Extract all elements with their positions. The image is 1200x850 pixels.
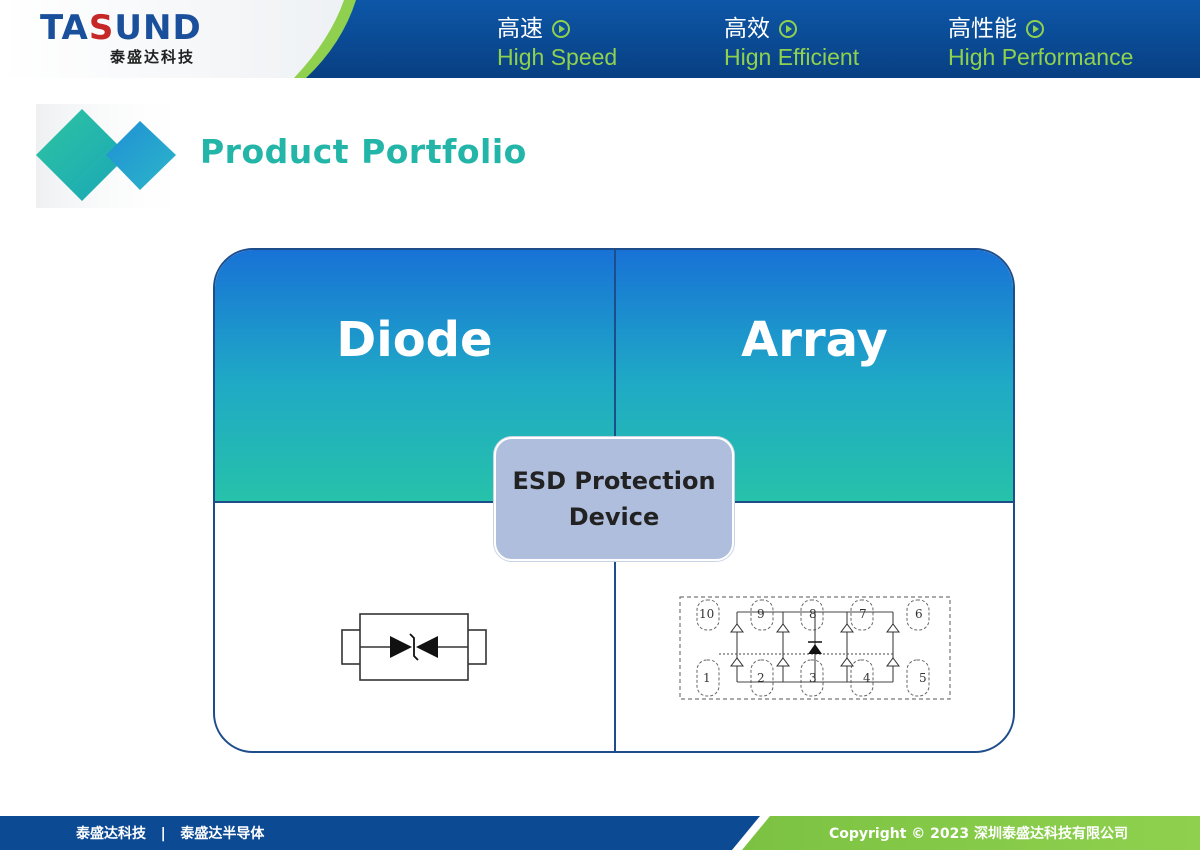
array-pin-label: 5	[919, 671, 927, 685]
slogan-cn: 高速	[497, 16, 543, 42]
footer-bar: 泰盛达科技 | 泰盛达半导体 Copyright © 2023 深圳泰盛达科技有…	[0, 816, 1200, 850]
play-circle-icon	[1026, 20, 1044, 38]
company-logo: TASUND 泰盛达科技	[40, 8, 240, 70]
header-background	[0, 0, 1200, 78]
header-banner: TASUND 泰盛达科技 高速 High Speed 高效 Hign Effic…	[0, 0, 1200, 78]
slogan-high-speed: 高速 High Speed	[497, 14, 617, 70]
array-pin-label: 7	[859, 607, 867, 621]
diode-label: Diode	[336, 312, 493, 368]
array-pin-label: 1	[703, 671, 711, 685]
array-pin-label: 4	[863, 671, 871, 685]
array-pin-label: 6	[915, 607, 923, 621]
footer-background	[0, 816, 1200, 850]
center-line-2: Device	[568, 503, 660, 531]
diamond-decoration-icon	[36, 104, 196, 208]
section-title: Product Portfolio	[200, 132, 527, 171]
array-label: Array	[741, 312, 888, 368]
array-pin-label: 10	[699, 607, 714, 621]
array-pin-label: 2	[757, 671, 765, 685]
slogan-en: High Performance	[948, 44, 1134, 70]
logo-subtitle: 泰盛达科技	[110, 48, 196, 66]
play-circle-icon	[552, 20, 570, 38]
slogan-en: Hign Efficient	[724, 44, 860, 70]
slogan-high-performance: 高性能 High Performance	[948, 14, 1133, 70]
slogan-cn: 高性能	[948, 16, 1017, 42]
footer-company-names: 泰盛达科技 | 泰盛达半导体	[76, 826, 265, 842]
logo-part-a: TA	[40, 8, 89, 48]
logo-part-c: UND	[114, 8, 202, 48]
array-pin-label: 3	[809, 671, 817, 685]
diode-package-icon	[341, 613, 487, 681]
section-heading: Product Portfolio	[36, 104, 576, 208]
slogan-cn: 高效	[724, 16, 770, 42]
slogan-en: High Speed	[497, 44, 618, 70]
array-pin-label: 8	[809, 607, 817, 621]
play-circle-icon	[779, 20, 797, 38]
footer-copyright: Copyright © 2023 深圳泰盛达科技有限公司	[828, 826, 1128, 842]
diode-array-package-icon: 10 9 8 7 6 1 2 3 4 5	[679, 596, 951, 700]
center-line-1: ESD Protection	[512, 467, 716, 495]
slogan-high-efficient: 高效 Hign Efficient	[724, 14, 859, 70]
logo-wordmark: TASUND	[40, 8, 202, 48]
array-pin-label: 9	[757, 607, 765, 621]
logo-part-b: S	[88, 8, 115, 48]
